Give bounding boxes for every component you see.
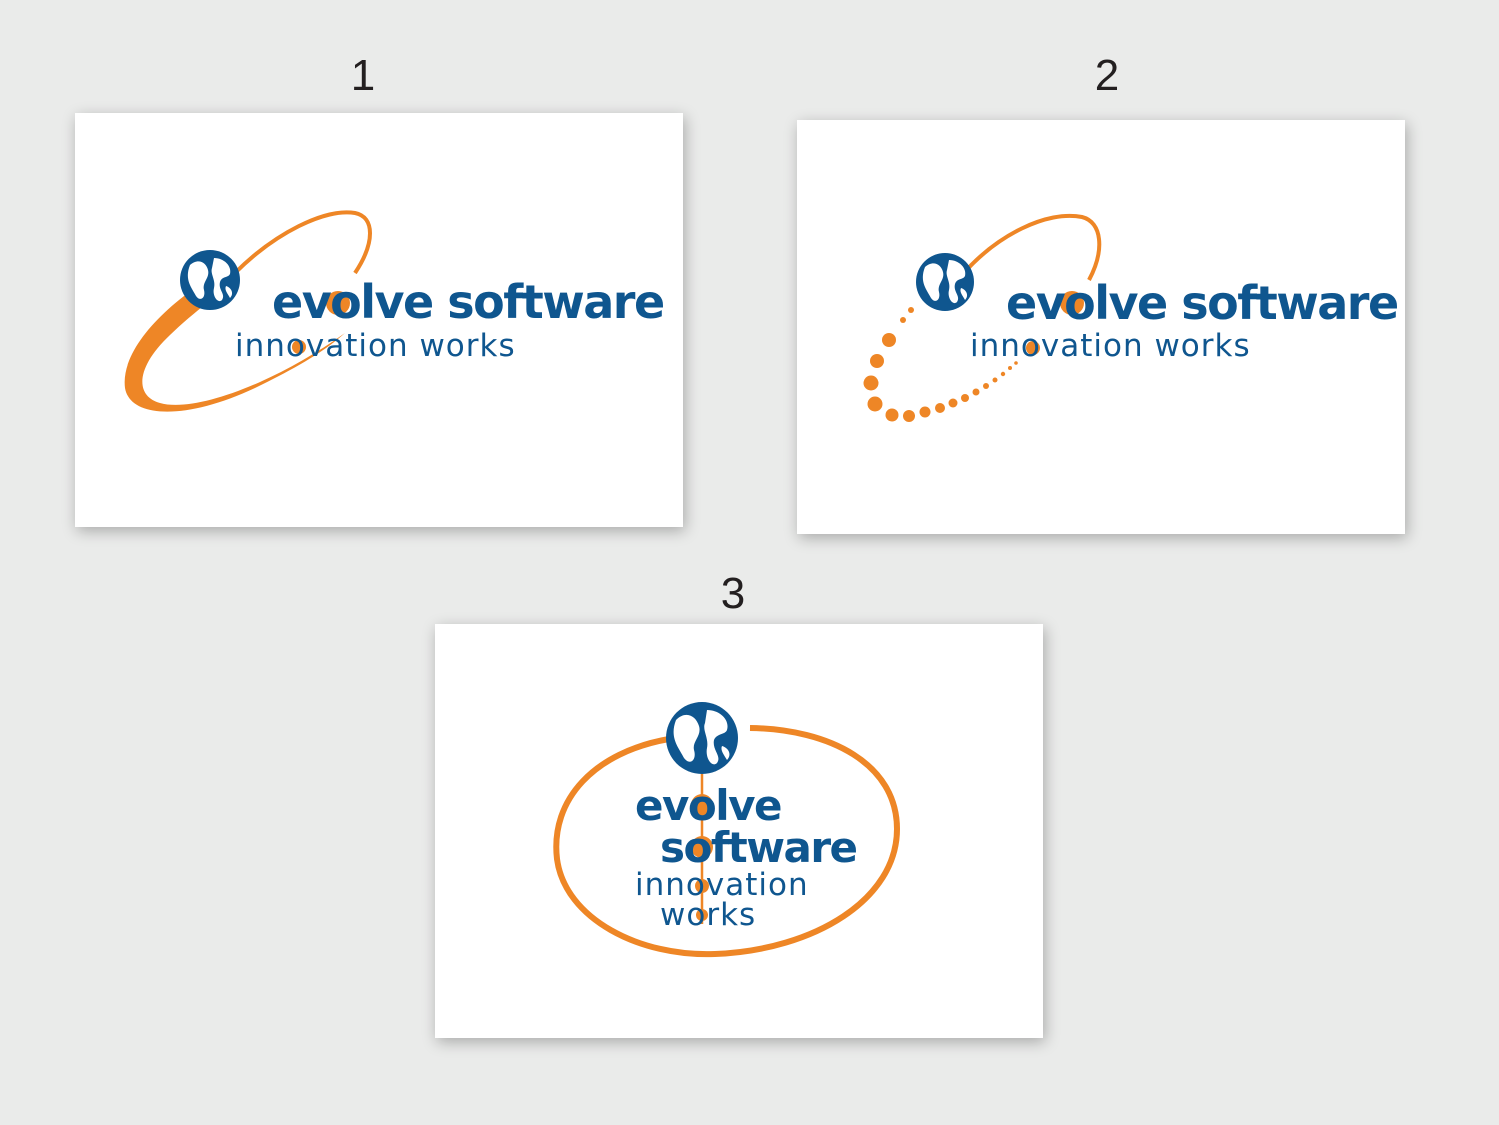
globe-icon (180, 250, 240, 310)
accent-dot-evolve (691, 794, 713, 816)
orbit-arc (960, 213, 1102, 281)
tagline: innovation works (235, 328, 516, 364)
option-number-3: 3 (720, 569, 746, 618)
accent-dot-innovation (292, 340, 306, 354)
brand-name: evolve software (272, 275, 664, 329)
globe-icon (916, 253, 974, 311)
accent-dot-works (696, 909, 708, 921)
brand-name: evolve software (1006, 276, 1398, 330)
accent-dot-evolve (326, 291, 350, 315)
accent-dot-evolve (1060, 291, 1084, 315)
accent-dot-innovation (695, 879, 709, 893)
accent-dot-innovation (1026, 341, 1040, 355)
brand-name-line-2: software (660, 823, 857, 872)
orbit-swoosh (124, 210, 372, 412)
tagline: innovation works (970, 328, 1251, 364)
logo-option-3: evolve software innovation works (553, 702, 901, 958)
logo-option-2: evolve software innovation works (863, 213, 1399, 422)
orbit-dots (863, 307, 1018, 422)
accent-dot-software (691, 836, 713, 858)
logo-card-2[interactable]: evolve software innovation works (797, 120, 1405, 534)
brand-name-line-1: evolve (635, 781, 781, 830)
option-number-2: 2 (1094, 51, 1120, 100)
logo-card-1[interactable]: evolve software innovation works (75, 113, 683, 527)
logo-option-1: evolve software innovation works (124, 210, 665, 412)
globe-icon (666, 702, 738, 774)
tagline-line-2: works (660, 897, 756, 933)
tagline-line-1: innovation (635, 867, 809, 903)
option-number-1: 1 (350, 51, 376, 100)
logo-card-3[interactable]: evolve software innovation works (435, 624, 1043, 1038)
orbit-ring (553, 725, 901, 958)
